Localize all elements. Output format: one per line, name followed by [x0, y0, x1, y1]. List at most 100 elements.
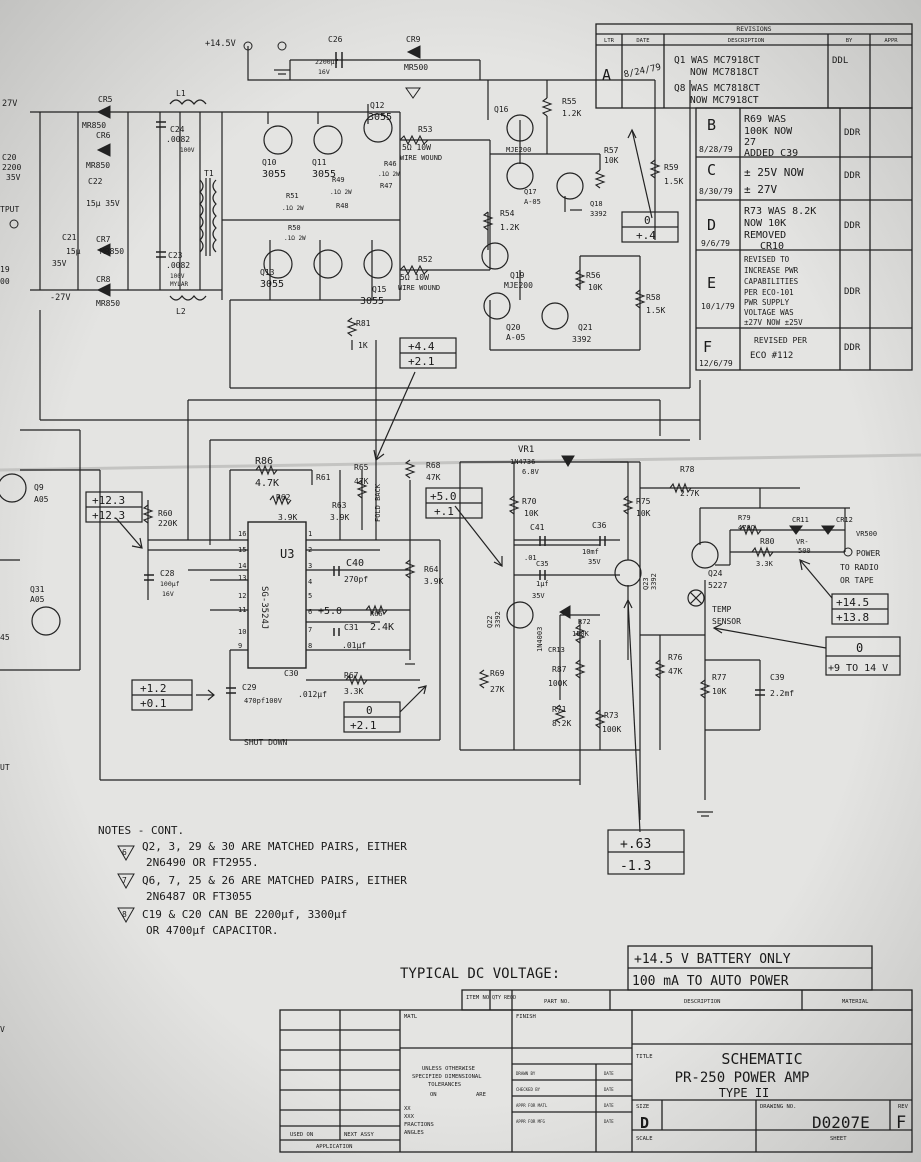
voltage-r81-top: +4.4: [408, 340, 435, 353]
transistor-q20-icon: [483, 292, 511, 320]
label-q15: Q15: [372, 285, 387, 294]
rev-e-date: 10/1/79: [701, 302, 735, 311]
label-q23-val: 3392: [650, 573, 658, 590]
tb-appr-mfg: APPR FOR MFG: [516, 1119, 545, 1124]
label-cr11-val2: 500: [798, 547, 811, 555]
label-r78-val: 2.7K: [680, 489, 699, 498]
voltage-c29-top: +1.2: [140, 682, 167, 695]
resistor-r53-icon: [399, 134, 429, 146]
tb-date-3: DATE: [604, 1103, 614, 1108]
rev-e-ltr: E: [707, 274, 716, 292]
note-8-num: 8: [122, 910, 127, 919]
label-minus27: -27V: [50, 293, 70, 303]
label-r60-val: 220K: [158, 519, 177, 528]
label-q31-val: A05: [30, 595, 45, 604]
tb-part-no: PART NO.: [544, 999, 571, 1005]
tb-description: DESCRIPTION: [684, 999, 720, 1005]
label-q20-val: A-05: [506, 333, 525, 342]
label-r73: R73: [604, 711, 619, 720]
note-7-flag-icon: [117, 873, 135, 890]
voltage-r67-bottom: +2.1: [350, 719, 377, 732]
note-6-line-2: 2N6490 OR FT2955.: [146, 856, 259, 869]
tb-tol-2: SPECIFIED DIMENSIONAL: [412, 1074, 482, 1080]
label-c40: C40: [346, 558, 364, 569]
temp-sensor-lamp-icon: [687, 589, 705, 607]
label-c22: C22: [88, 177, 103, 186]
label-left-frag-3: UT: [0, 763, 10, 772]
label-r47: R47: [380, 182, 393, 190]
transistor-q12-icon: [363, 113, 393, 143]
label-q10-val: 3055: [262, 169, 286, 180]
resistor-r62-icon: [269, 494, 292, 506]
diode-cr6-icon: [96, 143, 111, 157]
label-q31: Q31: [30, 585, 45, 594]
note-flag-8-icon: [405, 87, 421, 99]
resistor-r81-icon: [346, 317, 358, 337]
resistor-r77-icon: [699, 679, 711, 699]
voltage-pin6: +5.0: [318, 606, 342, 617]
label-q18: Q18: [590, 200, 603, 208]
rev-b-by: DDR: [844, 128, 861, 138]
rev-d-desc-3: REMOVED: [744, 230, 786, 241]
label-res-val-2: .1Ω 2W: [330, 189, 352, 196]
diode-cr8-icon: [96, 283, 111, 297]
label-r70-val: 10K: [524, 509, 539, 518]
tb-sheet: SHEET: [830, 1136, 847, 1142]
tb-title-line-2: PR-250 POWER AMP: [675, 1070, 810, 1086]
label-q22-val: 3392: [494, 611, 502, 628]
label-res-val-4: .1Ω 2W: [284, 235, 306, 242]
label-r72: R72: [578, 618, 591, 626]
label-c21-v: 35V: [52, 259, 67, 268]
resistor-r72-icon: [574, 624, 586, 644]
resistor-r67-icon: [345, 674, 368, 686]
transistor-q21-icon: [541, 302, 569, 330]
tb-tol-on: ON: [430, 1092, 437, 1098]
label-c39: C39: [770, 673, 785, 682]
label-output: TPUT: [0, 205, 19, 214]
rev-d-desc-1: R73 WAS 8.2K: [744, 206, 816, 217]
label-r48: R48: [336, 202, 349, 210]
rev-b-ltr: B: [707, 116, 716, 134]
label-q17: Q17: [524, 188, 537, 196]
label-c20: C20: [2, 153, 17, 162]
label-cr7-val: MR850: [100, 247, 124, 256]
ground-terminal-icon: [277, 41, 287, 51]
label-r71: R71: [552, 705, 567, 714]
rev-e-desc-3: CAPABILITIES: [744, 277, 799, 286]
inductor-l1-icon: [169, 99, 207, 105]
u3-pin-15: 15: [238, 546, 246, 554]
label-c40-val: 270pf: [344, 575, 368, 584]
label-c30: C30: [284, 669, 299, 678]
resistor-r54-icon: [482, 211, 494, 231]
rev-c-desc-1: ± 25V NOW: [744, 166, 804, 179]
resistor-r68-icon: [404, 459, 416, 479]
rev-a-ltr: A: [602, 66, 611, 84]
transistor-q19-icon: [481, 242, 509, 270]
label-cr8: CR8: [96, 275, 111, 284]
label-r67: R67: [344, 671, 359, 680]
voltage-bottom-bottom: -1.3: [620, 859, 651, 874]
rev-f-date: 12/6/79: [699, 359, 733, 368]
label-c28-v: 16V: [162, 590, 174, 598]
label-c31: C31: [344, 623, 359, 632]
label-q11: Q11: [312, 158, 327, 167]
label-c19-val: 00: [0, 277, 10, 286]
voltage-r81-bottom: +2.1: [408, 355, 435, 368]
label-r71-val: 8.2K: [552, 719, 571, 728]
label-q18-val: 3392: [590, 210, 607, 218]
diode-vr1-icon: [561, 455, 575, 467]
tb-title-label: TITLE: [636, 1054, 653, 1060]
rev-b-desc-1: R69 WAS: [744, 114, 786, 125]
label-r59-val: 1.5K: [664, 177, 683, 186]
label-cr13: CR13: [548, 646, 565, 654]
label-cr11: CR11: [792, 516, 809, 524]
label-q15-val: 3055: [360, 296, 384, 307]
resistor-r87-icon: [574, 659, 586, 679]
rev-a-desc-2: NOW MC7818CT: [690, 67, 759, 78]
typical-dc-label: TYPICAL DC VOLTAGE:: [400, 966, 560, 982]
rev-e-desc-6: VOLTAGE WAS: [744, 308, 794, 317]
label-c26-val: 2200µf: [315, 58, 339, 66]
label-r53: R53: [418, 125, 433, 134]
label-c24-v: 100V: [180, 147, 195, 154]
